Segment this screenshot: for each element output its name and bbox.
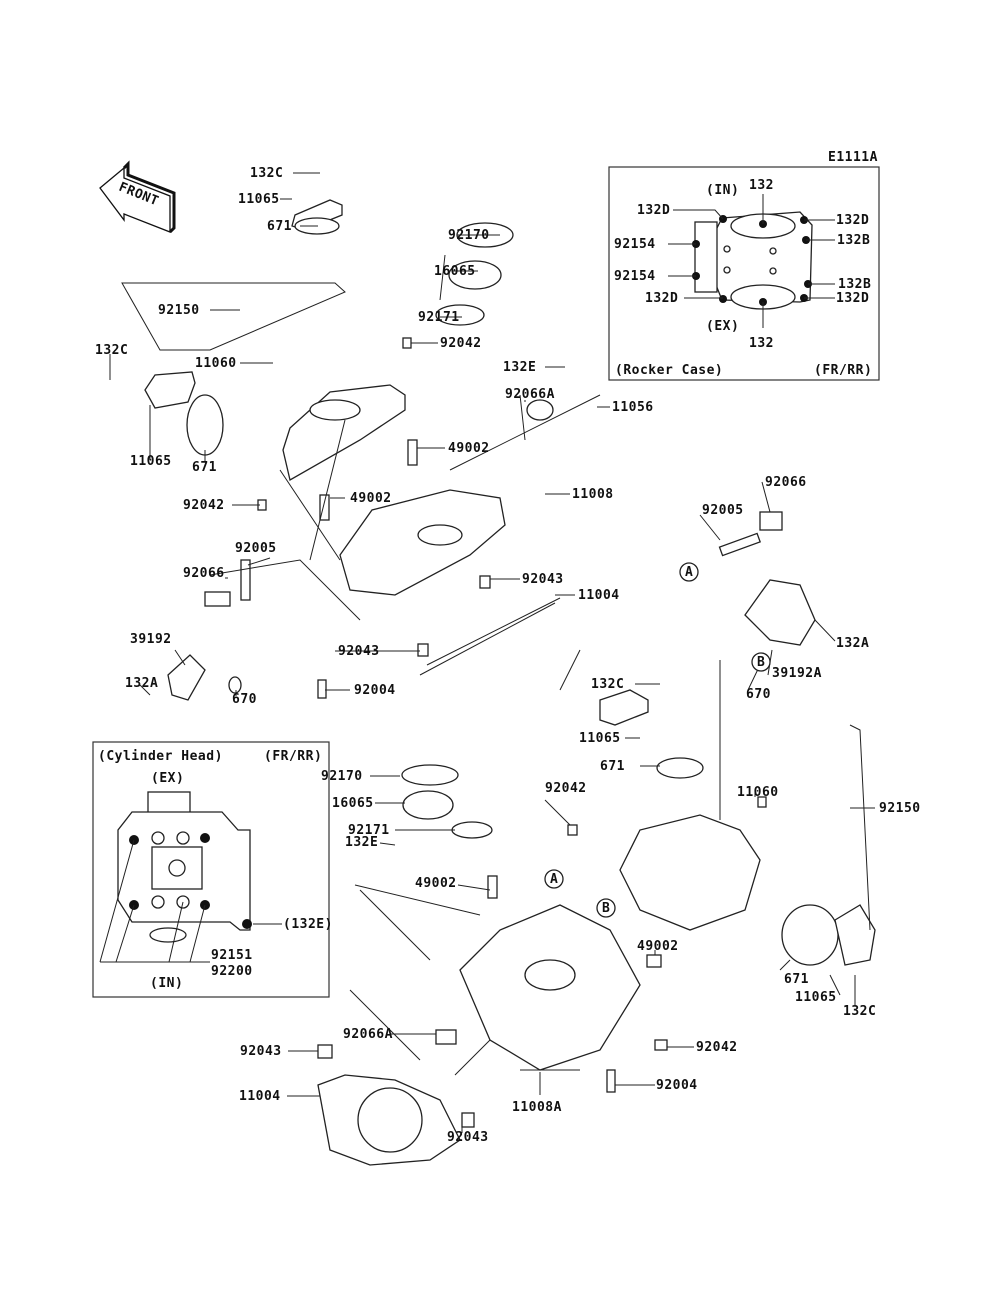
callout-circle — [544, 869, 564, 889]
part-number-label: 92005 — [235, 541, 277, 556]
part-number-label: 11004 — [239, 1089, 281, 1104]
diagram-code: E1111A — [828, 150, 878, 165]
part-number-label: 16065 — [434, 264, 476, 279]
rocker-label: 132 — [749, 336, 774, 351]
rocker-label: 132D — [637, 203, 670, 218]
rocker-case-inset: (IN) 132 132D 132D 132B 92154 92154 132B… — [608, 166, 880, 381]
callout-label: A — [685, 565, 693, 580]
callout-label: B — [602, 901, 610, 916]
part-number-label: 671 — [192, 460, 217, 475]
part-number-label: 92004 — [656, 1078, 698, 1093]
callout-label: B — [757, 655, 765, 670]
callout-circle — [751, 652, 771, 672]
rocker-ex-label: (EX) — [706, 319, 739, 334]
part-number-label: 92043 — [522, 572, 564, 587]
rocker-in-label: (IN) — [706, 183, 739, 198]
part-number-label: 49002 — [448, 441, 490, 456]
cylinder-label: 92151 — [211, 948, 253, 963]
part-number-label: 92042 — [440, 336, 482, 351]
part-number-label: 92150 — [879, 801, 921, 816]
part-number-label: 11065 — [238, 192, 280, 207]
part-number-label: 11056 — [612, 400, 654, 415]
part-number-label: 92043 — [447, 1130, 489, 1145]
callouts: A B A B — [544, 562, 771, 918]
part-number-label: 39192A — [772, 666, 822, 681]
part-number-label: 11065 — [795, 990, 837, 1005]
cylinder-in-label: (IN) — [150, 976, 183, 991]
part-number-label: 92043 — [338, 644, 380, 659]
front-arrow-icon: FRONT — [99, 160, 176, 234]
part-number-label: 11060 — [195, 356, 237, 371]
part-number-label: 49002 — [637, 939, 679, 954]
part-number-label: 92066A — [343, 1027, 393, 1042]
part-number-label: 49002 — [415, 876, 457, 891]
part-number-label: 92170 — [321, 769, 363, 784]
part-number-label: 92042 — [696, 1040, 738, 1055]
rocker-label: 132B — [838, 277, 871, 292]
part-number-label: 670 — [746, 687, 771, 702]
part-number-label: 132C — [250, 166, 283, 181]
part-number-label: 92170 — [448, 228, 490, 243]
cylinder-head-inset: (Cylinder Head) (FR/RR) (EX) (132E) 9215… — [92, 741, 333, 998]
part-number-label: 92066 — [765, 475, 807, 490]
callout-label: A — [550, 872, 558, 887]
part-number-label: 671 — [784, 972, 809, 987]
part-number-label: 132E — [503, 360, 536, 375]
rocker-label: 132B — [837, 233, 870, 248]
part-number-label: 49002 — [350, 491, 392, 506]
rocker-label: 92154 — [614, 269, 656, 284]
rocker-label: 92154 — [614, 237, 656, 252]
cylinder-inset-variant: (FR/RR) — [264, 749, 322, 764]
part-number-label: 92150 — [158, 303, 200, 318]
part-number-label: 92042 — [183, 498, 225, 513]
rocker-inset-variant: (FR/RR) — [814, 363, 872, 378]
part-number-label: 671 — [267, 219, 292, 234]
rocker-label: 132D — [836, 213, 869, 228]
part-number-label: 92042 — [545, 781, 587, 796]
part-number-label: 671 — [600, 759, 625, 774]
part-number-label: 92066A — [505, 387, 555, 402]
part-number-label: 92171 — [348, 823, 390, 838]
part-number-label: 132C — [591, 677, 624, 692]
part-number-label: 92004 — [354, 683, 396, 698]
cylinder-ex-label: (EX) — [151, 771, 184, 786]
part-number-label: 11060 — [737, 785, 779, 800]
rocker-label: 132D — [836, 291, 869, 306]
cylinder-label: (132E) — [283, 917, 333, 932]
part-number-label: 132A — [836, 636, 869, 651]
part-number-label: 92043 — [240, 1044, 282, 1059]
part-number-label: 11004 — [578, 588, 620, 603]
part-number-label: 39192 — [130, 632, 172, 647]
cylinder-inset-title: (Cylinder Head) — [98, 749, 223, 764]
part-labels: 132C 11065 671 92170 16065 92150 92171 92042 132… — [95, 166, 921, 1145]
callout-circle — [679, 562, 699, 582]
rocker-inset-title: (Rocker Case) — [615, 363, 723, 378]
callout-circle — [596, 898, 616, 918]
part-number-label: 132A — [125, 676, 158, 691]
part-number-label: 11065 — [579, 731, 621, 746]
part-number-label: 11065 — [130, 454, 172, 469]
part-number-label: 670 — [232, 692, 257, 707]
part-number-label: 11008A — [512, 1100, 562, 1115]
part-number-label: 132C — [95, 343, 128, 358]
rocker-label: 132 — [749, 178, 774, 193]
part-number-label: 92066 — [183, 566, 225, 581]
part-number-label: 16065 — [332, 796, 374, 811]
cylinder-label: 92200 — [211, 964, 253, 979]
part-number-label: 11008 — [572, 487, 614, 502]
part-number-label: 132C — [843, 1004, 876, 1019]
main-parts — [144, 199, 876, 1166]
part-number-label: 132E — [345, 835, 378, 850]
rocker-label: 132D — [645, 291, 678, 306]
part-number-label: 92005 — [702, 503, 744, 518]
part-number-label: 92171 — [418, 310, 460, 325]
